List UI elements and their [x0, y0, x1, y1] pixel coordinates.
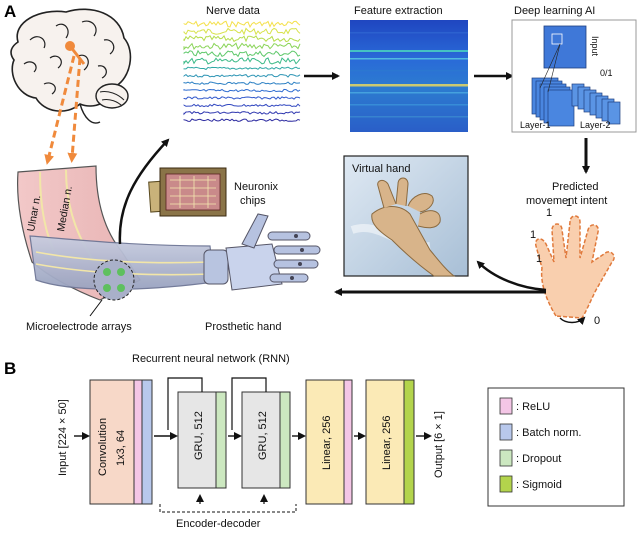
nerve-trace: [183, 103, 301, 108]
arrow-intent-to-virtual: [476, 260, 547, 292]
brain-illustration: [10, 8, 132, 124]
chips-label-line1: Neuronix: [234, 181, 279, 193]
dl-layer2-label: Layer-2: [580, 120, 611, 130]
nerve-trace: [183, 20, 301, 28]
nerve-trace: [183, 57, 301, 66]
nerve-data-label: Nerve data: [206, 5, 261, 17]
nerve-trace: [183, 81, 301, 85]
legend-label-dropout: : Dropout: [516, 453, 561, 465]
nerve-data-traces: [183, 20, 301, 122]
convolution-block: [89, 379, 153, 505]
legend-label-relu: : ReLU: [516, 401, 550, 413]
linear-block-2: [365, 379, 415, 505]
nerve-trace: [183, 73, 301, 78]
microelectrode-array: [93, 259, 135, 301]
feature-stripe: [350, 70, 468, 72]
linear1-label: Linear, 256: [321, 416, 333, 470]
dl-output-label: 0/1: [600, 68, 613, 78]
dl-layer1-slice: [547, 89, 575, 127]
feature-stripe: [350, 104, 468, 106]
prosthetic-label: Prosthetic hand: [205, 321, 281, 333]
virtual-hand-label: Virtual hand: [352, 163, 411, 175]
finger-value-2: 1: [546, 207, 552, 219]
deep-learning-label: Deep learning AI: [514, 5, 595, 17]
finger-value-1: 1: [530, 229, 536, 241]
feature-stripe: [350, 92, 468, 94]
nerve-trace: [183, 66, 301, 71]
dl-input-label: Input: [590, 36, 600, 57]
nerve-trace: [183, 49, 301, 58]
feature-extraction-label: Feature extraction: [354, 5, 443, 17]
virtual-hand-image: [343, 155, 469, 277]
encoder-decoder-label: Encoder-decoder: [176, 518, 261, 530]
conv-label-line2: 1x3, 64: [115, 430, 127, 466]
legend-swatch-sigmoid: [499, 475, 513, 493]
finger-value-3: 1: [566, 197, 572, 209]
feature-stripe: [350, 50, 468, 52]
intent-hand-outline: [534, 215, 615, 326]
gru-block-2: [231, 377, 291, 504]
neuronix-chip-image: [148, 167, 227, 217]
legend-swatch-batchnorm: [499, 423, 513, 441]
dl-layer2-slice: [607, 101, 621, 125]
feature-stripe: [350, 84, 468, 87]
nerve-signal-arrows: [44, 55, 82, 165]
feature-stripe: [350, 58, 468, 60]
predicted-line2: movement intent: [526, 195, 607, 207]
output-size-label: Output [6 × 1]: [433, 411, 445, 478]
legend-swatch-dropout: [499, 449, 513, 467]
legend-label-batchnorm: : Batch norm.: [516, 427, 581, 439]
gru2-label: GRU, 512: [257, 411, 269, 460]
feature-extraction-heatmap: [350, 20, 468, 132]
nerve-trace: [183, 42, 301, 51]
input-size-label: Input [224 × 50]: [57, 399, 69, 476]
feature-stripe: [350, 116, 468, 118]
rnn-label: Recurrent neural network (RNN): [132, 353, 290, 365]
encoder-decoder-bracket: [159, 504, 297, 513]
arrow-to-nerve-data: [118, 138, 170, 245]
nerve-trace: [183, 96, 301, 100]
gru1-label: GRU, 512: [193, 411, 205, 460]
nerve-trace: [183, 110, 301, 116]
conv-label-line1: Convolution: [97, 418, 109, 476]
feature-stripe: [350, 32, 468, 34]
nerve-trace: [183, 27, 301, 36]
predicted-line1: Predicted: [552, 181, 598, 193]
gru-block-1: [167, 377, 227, 504]
finger-value-4: 1: [536, 253, 542, 265]
microelectrode-label: Microelectrode arrays: [26, 321, 132, 333]
prosthetic-hand: [203, 213, 321, 291]
linear2-label: Linear, 256: [381, 416, 393, 470]
nerve-trace: [183, 88, 301, 93]
finger-value-5: 0: [594, 315, 600, 327]
nerve-trace: [183, 118, 301, 122]
panel-a-letter: A: [4, 2, 16, 21]
linear-block-1: [305, 379, 353, 505]
nerve-trace: [183, 34, 301, 43]
legend-label-sigmoid: : Sigmoid: [516, 479, 562, 491]
deep-learning-diagram: [511, 19, 637, 133]
dl-layer1-label: Layer-1: [520, 120, 551, 130]
legend: [487, 387, 625, 507]
panel-b-letter: B: [4, 359, 16, 378]
chips-label-line2: chips: [240, 195, 266, 207]
legend-swatch-relu: [499, 397, 513, 415]
